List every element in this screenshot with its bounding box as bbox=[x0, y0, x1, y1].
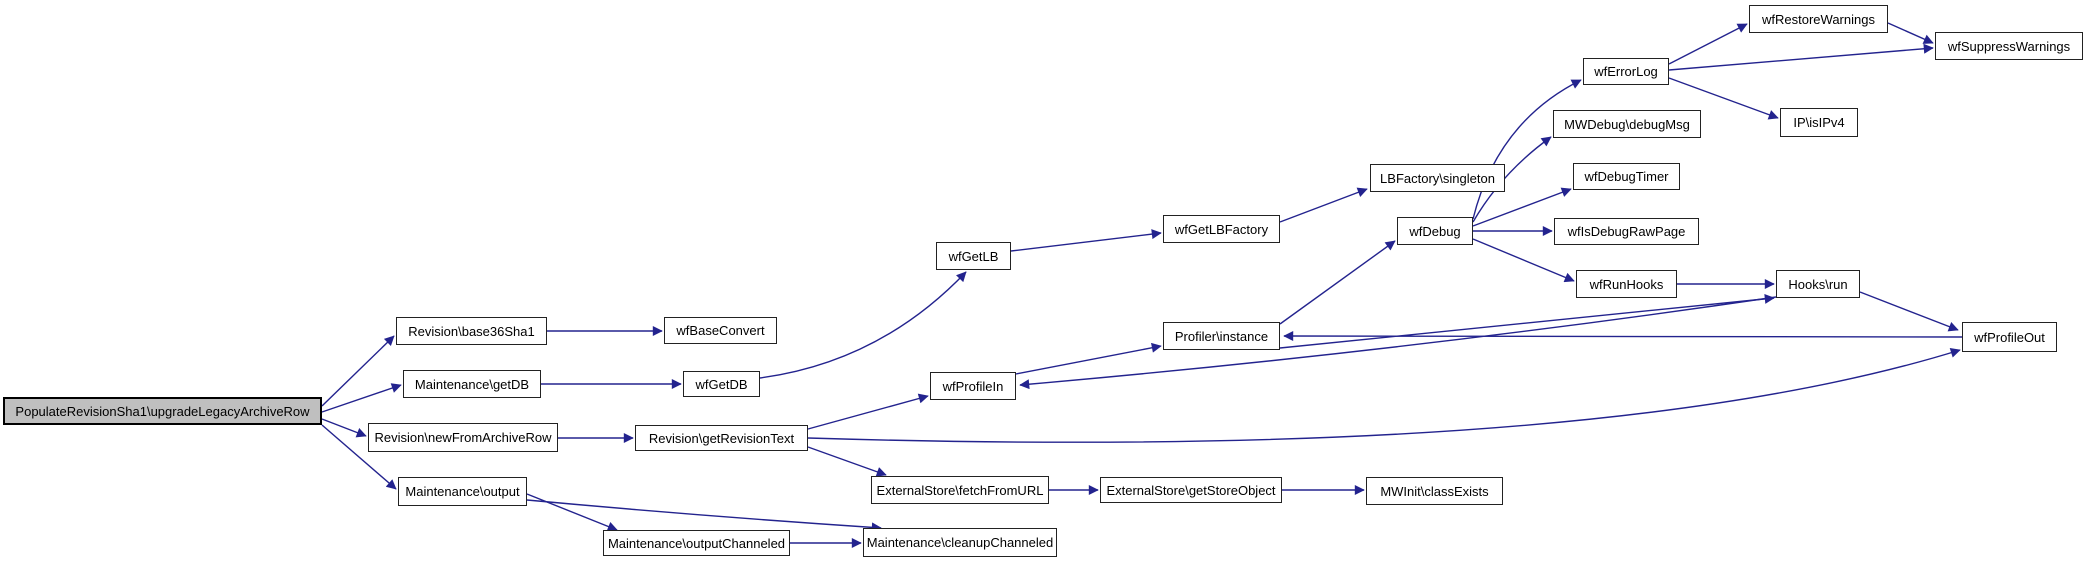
graph-node-wfrunhooks[interactable]: wfRunHooks bbox=[1576, 270, 1677, 298]
graph-node-classexists[interactable]: MWInit\classExists bbox=[1366, 477, 1503, 505]
graph-node-maintgetdb[interactable]: Maintenance\getDB bbox=[403, 370, 541, 398]
edge-getrevisiontext-to-fetchfromurl bbox=[807, 446, 887, 477]
graph-node-wfgetdb[interactable]: wfGetDB bbox=[683, 371, 760, 397]
graph-node-base36sha1[interactable]: Revision\base36Sha1 bbox=[396, 317, 547, 345]
edge-wfdebug-to-mwdebugmsg bbox=[1472, 136, 1552, 223]
edge-wfgetdb-to-wfgetlb bbox=[759, 271, 967, 379]
graph-node-main[interactable]: PopulateRevisionSha1\upgradeLegacyArchiv… bbox=[3, 397, 322, 425]
graph-node-newfromarchiverow[interactable]: Revision\newFromArchiveRow bbox=[368, 423, 558, 452]
graph-node-maintoutput[interactable]: Maintenance\output bbox=[398, 477, 527, 506]
edge-wferrorlog-to-ipisipv4 bbox=[1668, 77, 1779, 120]
edge-getrevisiontext-to-wfprofileout bbox=[807, 347, 1961, 443]
graph-node-wfgetlb[interactable]: wfGetLB bbox=[936, 242, 1011, 270]
edge-wferrorlog-to-wfsuppresswarnings bbox=[1668, 43, 1934, 71]
edge-main-to-newfromarchiverow bbox=[321, 418, 367, 438]
graph-node-wfdebug[interactable]: wfDebug bbox=[1397, 217, 1473, 245]
graph-node-wfprofileout[interactable]: wfProfileOut bbox=[1962, 322, 2057, 352]
graph-node-wfbaseconvert[interactable]: wfBaseConvert bbox=[664, 317, 777, 344]
graph-node-wfprofilein[interactable]: wfProfileIn bbox=[930, 372, 1016, 400]
edge-wferrorlog-to-wfrestorewarnings bbox=[1668, 23, 1748, 65]
graph-node-wfgetlbfactory[interactable]: wfGetLBFactory bbox=[1163, 215, 1280, 243]
edge-profilerinstance-to-wfdebug bbox=[1279, 240, 1396, 325]
graph-node-ipisipv4[interactable]: IP\isIPv4 bbox=[1780, 108, 1858, 137]
edge-main-to-maintgetdb bbox=[321, 383, 402, 413]
edge-main-to-maintoutput bbox=[321, 424, 397, 490]
edge-hooksrun-to-wfprofileout bbox=[1859, 291, 1959, 332]
graph-node-cleanupchanneled[interactable]: Maintenance\cleanupChanneled bbox=[863, 528, 1057, 557]
edge-main-to-base36sha1 bbox=[321, 335, 395, 407]
edge-wfrestorewarnings-to-wfsuppresswarnings bbox=[1887, 22, 1934, 44]
graph-node-mwdebugmsg[interactable]: MWDebug\debugMsg bbox=[1553, 110, 1701, 138]
graph-node-profilerinstance[interactable]: Profiler\instance bbox=[1163, 322, 1280, 350]
edge-maintoutput-to-cleanupchanneled bbox=[526, 499, 882, 533]
edge-hooksrun-to-wfprofilein bbox=[1019, 296, 1777, 390]
graph-node-wfrestorewarnings[interactable]: wfRestoreWarnings bbox=[1749, 5, 1888, 33]
edge-maintoutput-to-outputchanneled bbox=[526, 493, 618, 532]
edge-wfdebug-to-wferrorlog bbox=[1472, 79, 1582, 220]
graph-node-wfsuppresswarnings[interactable]: wfSuppressWarnings bbox=[1935, 32, 2083, 60]
graph-node-outputchanneled[interactable]: Maintenance\outputChanneled bbox=[603, 530, 790, 556]
graph-node-hooksrun[interactable]: Hooks\run bbox=[1776, 270, 1860, 298]
edge-getrevisiontext-to-wfprofilein bbox=[807, 393, 929, 430]
edge-profilerinstance-to-hooksrun bbox=[1279, 293, 1775, 349]
edge-wfdebug-to-wfrunhooks bbox=[1472, 238, 1575, 283]
graph-node-lbfsingleton[interactable]: LBFactory\singleton bbox=[1370, 164, 1505, 192]
edge-wfgetlb-to-wfgetlbfactory bbox=[1010, 229, 1162, 252]
graph-node-getrevisiontext[interactable]: Revision\getRevisionText bbox=[635, 425, 808, 451]
graph-node-wfdebugtimer[interactable]: wfDebugTimer bbox=[1573, 163, 1680, 190]
edge-wfgetlbfactory-to-lbfsingleton bbox=[1279, 187, 1368, 223]
graph-node-getstoreobject[interactable]: ExternalStore\getStoreObject bbox=[1100, 477, 1282, 503]
edge-wfprofilein-to-profilerinstance bbox=[1015, 342, 1162, 375]
edge-wfdebug-to-wfdebugtimer bbox=[1472, 187, 1572, 227]
graph-node-wferrorlog[interactable]: wfErrorLog bbox=[1583, 58, 1669, 85]
graph-node-fetchfromurl[interactable]: ExternalStore\fetchFromURL bbox=[871, 476, 1049, 504]
graph-node-wfisdebugrawpage[interactable]: wfIsDebugRawPage bbox=[1554, 218, 1699, 245]
